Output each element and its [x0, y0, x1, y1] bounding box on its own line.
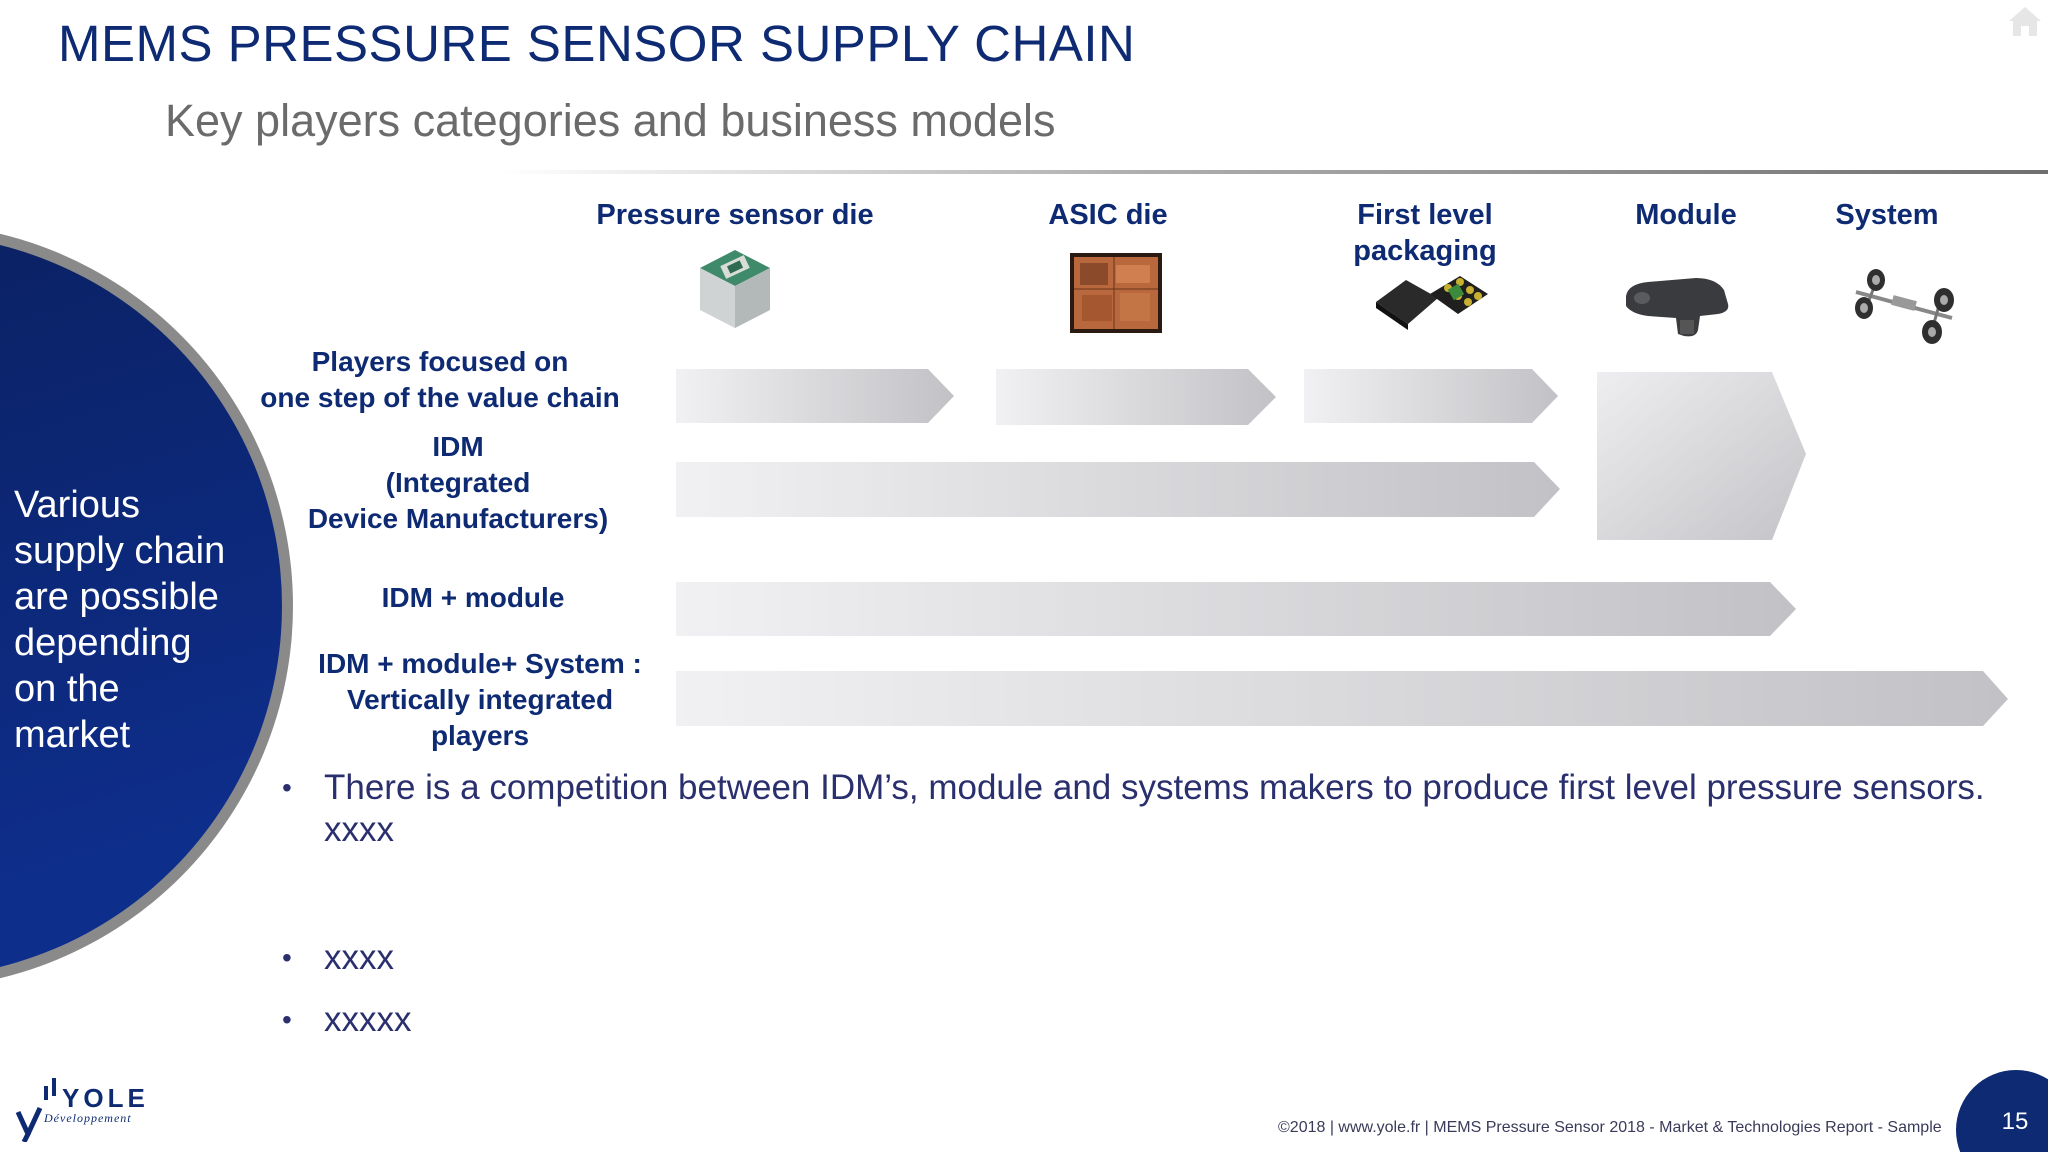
sidebar-line: market — [14, 714, 131, 756]
page-number: 15 — [2001, 1108, 2029, 1135]
arrow-vertically-integrated — [676, 671, 2008, 726]
bullet-text: There is a competition between IDM’s, mo… — [324, 768, 1985, 807]
bullet-text: xxxxx — [324, 1000, 412, 1039]
row-label-vertically-integrated: IDM + module+ System : Vertically integr… — [290, 646, 670, 754]
column-header-system: System — [1787, 197, 1987, 233]
row-label-line: one step of the value chain — [260, 382, 620, 413]
column-header-first-level-packaging: First level packaging — [1325, 197, 1525, 269]
bullet-dot: • — [282, 1004, 292, 1035]
column-header-pressure-sensor-die: Pressure sensor die — [575, 197, 895, 233]
row-label-line: Device Manufacturers) — [307, 503, 609, 534]
row-label-single-step-players: Players focused on one step of the value… — [240, 344, 640, 416]
sidebar-line: on the — [14, 668, 120, 710]
packaged-sensors-icon — [1376, 276, 1488, 330]
row-label-line: IDM — [432, 431, 484, 462]
mems-die-icon — [700, 250, 770, 328]
row-label-idm: IDM (Integrated Device Manufacturers) — [278, 429, 638, 537]
page-number-disc — [1956, 1070, 2048, 1152]
logo-wordmark: YOLE — [62, 1083, 149, 1113]
sidebar-statement: Various supply chain are possible depend… — [14, 482, 244, 758]
row-label-line: (Integrated — [385, 467, 531, 498]
bullet-text-continued: xxxx — [324, 810, 394, 849]
column-header-asic-die: ASIC die — [1008, 197, 1208, 233]
bullet-text: xxxx — [324, 938, 394, 977]
logo-tagline: Développement — [44, 1111, 132, 1125]
bullet-dot: • — [282, 772, 292, 803]
slide-subtitle: Key players categories and business mode… — [165, 95, 1056, 146]
arrow-pressure-sensor-die — [676, 369, 954, 423]
column-header-line: ASIC die — [1048, 199, 1168, 231]
asic-chip-icon — [1070, 253, 1162, 333]
column-header-module: Module — [1586, 197, 1786, 233]
sidebar-line: are possible — [14, 576, 219, 618]
column-header-line: System — [1835, 199, 1939, 231]
sidebar-line: depending — [14, 622, 192, 664]
sensor-module-icon — [1626, 278, 1729, 337]
row-label-line: Players focused on — [311, 346, 569, 377]
arrow-asic-die — [996, 369, 1276, 425]
column-header-line: First level — [1357, 199, 1493, 231]
column-header-line: Module — [1635, 199, 1737, 231]
row-label-line: IDM + module+ System : — [318, 648, 642, 679]
home-icon[interactable] — [2006, 4, 2044, 38]
arrow-idm — [676, 462, 1560, 517]
column-header-line: packaging — [1353, 235, 1497, 267]
column-header-line: Pressure sensor die — [596, 199, 874, 231]
yole-logo-icon — [15, 1078, 56, 1142]
row-label-line: IDM + module — [381, 582, 565, 613]
arrow-first-level-packaging — [1304, 369, 1558, 423]
title-divider — [500, 170, 2048, 174]
footer-copyright: ©2018 | www.yole.fr | MEMS Pressure Sens… — [1278, 1119, 1942, 1136]
slide-title: MEMS PRESSURE SENSOR SUPPLY CHAIN — [58, 15, 1136, 72]
block-module — [1597, 372, 1806, 540]
bullet-dot: • — [282, 942, 292, 973]
vehicle-chassis-icon — [1855, 269, 1954, 344]
row-label-idm-module: IDM + module — [318, 580, 628, 616]
sidebar-line: Various — [14, 484, 141, 526]
sidebar-line: supply chain — [14, 530, 226, 572]
arrow-idm-module — [676, 582, 1796, 636]
left-blue-disc — [0, 233, 293, 979]
row-label-line: players — [430, 720, 530, 751]
row-label-line: Vertically integrated — [346, 684, 614, 715]
